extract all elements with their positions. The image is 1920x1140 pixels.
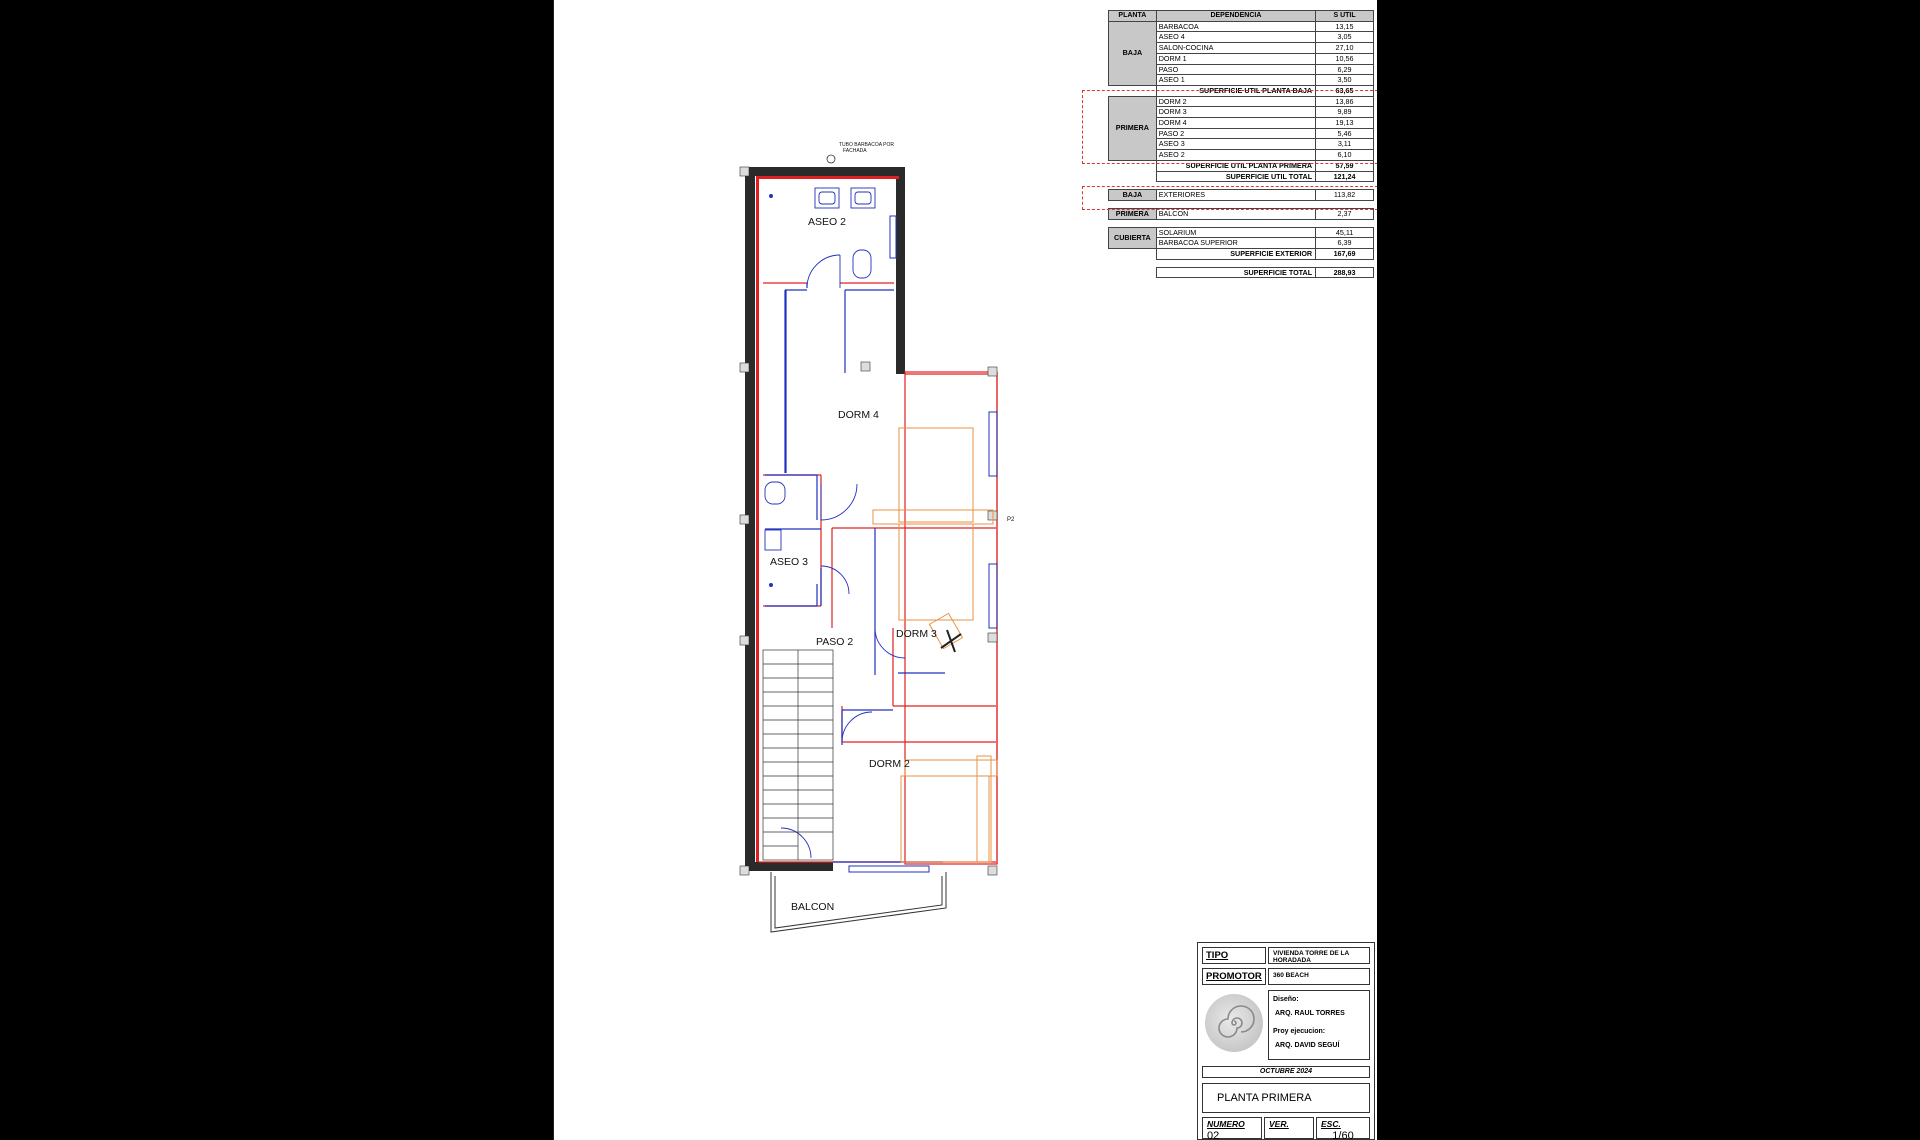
- ver-label: VER.: [1269, 1119, 1289, 1129]
- column-markers: [739, 166, 998, 876]
- chimney-tube-icon: [826, 154, 836, 164]
- blue-partitions: [765, 283, 945, 863]
- promotor-value: 360 BEACH: [1268, 968, 1370, 985]
- numero-label: NUMERO: [1207, 1119, 1245, 1129]
- ver-box: VER.: [1264, 1117, 1314, 1139]
- diseno-value: ARQ. RAUL TORRES: [1275, 1010, 1345, 1017]
- sheet-left-border: [553, 0, 554, 1140]
- numero-box: NUMERO 02: [1202, 1117, 1262, 1140]
- diseno-label: Diseño:: [1273, 996, 1299, 1003]
- table-row: PRIMERA DORM 2 13,86: [1108, 95, 1374, 161]
- proy-label: Proy ejecucion:: [1273, 1028, 1326, 1035]
- exterior-total-label: SUPERFICIE EXTERIOR: [1155, 248, 1317, 260]
- exterior-total-value: 167,69: [1315, 248, 1374, 260]
- row-value: 10,56: [1315, 52, 1374, 65]
- chimney-note-line2: FACHADA: [843, 148, 867, 154]
- row-value: 113,82: [1315, 189, 1374, 201]
- design-credits: Diseño: ARQ. RAUL TORRES Proy ejecucion:…: [1268, 990, 1370, 1060]
- group-label-cubierta: CUBIERTA: [1108, 226, 1157, 250]
- util-total-label: SUPERFICIE UTIL TOTAL: [1155, 170, 1317, 183]
- date-label: OCTUBRE 2024: [1202, 1066, 1370, 1078]
- drawing-sheet: PLANTA DEPENDENCIA S UTIL BAJA BARBACOA …: [553, 0, 1377, 1140]
- group-label-baja: BAJA: [1108, 20, 1157, 86]
- row-name: BALCON: [1155, 207, 1317, 220]
- group-label-primera: PRIMERA: [1108, 95, 1157, 161]
- row-value: 27,10: [1315, 42, 1374, 54]
- room-label-aseo3: ASEO 3: [770, 556, 808, 568]
- room-label-dorm3: DORM 3: [896, 628, 937, 640]
- esc-label: ESC.: [1321, 1119, 1341, 1129]
- exterior-total-row: SUPERFICIE EXTERIOR 167,69: [1109, 248, 1374, 260]
- row-name: ASEO 4: [1155, 31, 1317, 44]
- row-name: DORM 1: [1155, 52, 1317, 65]
- chimney-note-line1: TUBO BARBACOA POR: [839, 142, 894, 148]
- esc-box: ESC. 1/60: [1316, 1117, 1370, 1140]
- table-header-row: PLANTA DEPENDENCIA S UTIL: [1108, 10, 1374, 22]
- grand-total-label: SUPERFICIE TOTAL: [1155, 266, 1317, 279]
- balcony-outline: [770, 872, 947, 933]
- proy-value: ARQ. DAVID SEGUÍ: [1275, 1042, 1340, 1049]
- room-label-paso2: PASO 2: [816, 636, 853, 648]
- promotor-label: PROMOTOR: [1202, 968, 1266, 985]
- floor-plan: TUBO BARBACOA POR FACHADA: [739, 142, 1015, 933]
- util-total-value: 121,24: [1315, 170, 1374, 183]
- staircase: [762, 649, 834, 861]
- company-logo: [1205, 994, 1263, 1052]
- room-label-dorm2: DORM 2: [869, 758, 910, 770]
- table-row: BAJA EXTERIORES 113,82: [1108, 189, 1374, 201]
- highlight-primera-box: [1082, 90, 1377, 164]
- windows: [848, 215, 998, 873]
- util-total-row: SUPERFICIE UTIL TOTAL 121,24: [1109, 170, 1374, 183]
- esc-value: 1/60: [1332, 1130, 1354, 1140]
- row-value: 3,05: [1315, 31, 1374, 44]
- row-value: 2,37: [1315, 207, 1374, 220]
- highlight-balcon-box: [1082, 186, 1377, 210]
- title-block: TIPO VIVIENDA TORRE DE LA HORADADA PROMO…: [1197, 942, 1375, 1140]
- desk-chair-icon: [940, 629, 962, 653]
- room-label-balcon: BALCON: [791, 901, 834, 913]
- furniture: [872, 427, 998, 863]
- bathroom-fixtures: [764, 187, 876, 587]
- table-row: BAJA BARBACOA 13,15: [1108, 20, 1374, 86]
- grand-total-row: SUPERFICIE TOTAL 288,93: [1109, 266, 1374, 279]
- spiral-icon: [1218, 1005, 1255, 1038]
- table-row: PRIMERA BALCON 2,37: [1108, 207, 1374, 220]
- grand-total-value: 288,93: [1315, 266, 1374, 279]
- interior-walls: [759, 282, 998, 865]
- tipo-label: TIPO: [1202, 947, 1266, 964]
- exterior-walls: [745, 167, 905, 871]
- section-marker-p2: P2: [1007, 517, 1015, 523]
- row-name: EXTERIORES: [1155, 189, 1317, 201]
- plan-title: PLANTA PRIMERA: [1202, 1083, 1370, 1113]
- numero-value: 02: [1207, 1130, 1220, 1140]
- door-swings: [780, 254, 906, 859]
- room-label-aseo2: ASEO 2: [808, 216, 846, 228]
- room-label-dorm4: DORM 4: [838, 409, 879, 421]
- tipo-value: VIVIENDA TORRE DE LA HORADADA: [1268, 947, 1370, 964]
- row-name: SALON-COCINA: [1155, 42, 1317, 54]
